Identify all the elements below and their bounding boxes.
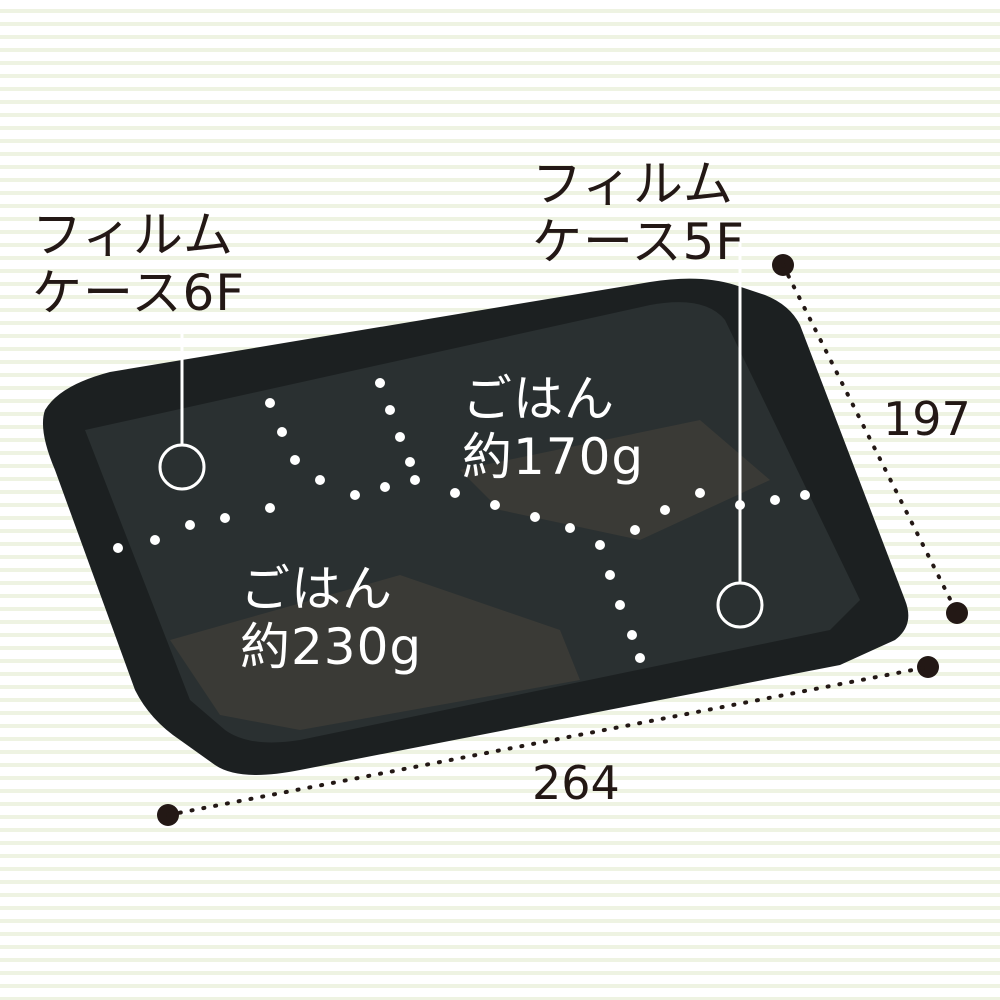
compartment-line2: 約230g: [240, 618, 423, 676]
divider-dots: [113, 378, 810, 663]
callout-film-case-6f: フィルム ケース6F: [32, 206, 245, 322]
callout-markers: [158, 240, 764, 629]
compartment-line1: ごはん: [240, 560, 393, 618]
callout-film-case-5f: フィルム ケース5F: [532, 155, 745, 271]
callout-line1: フィルム: [32, 206, 234, 264]
callout-line2: ケース5F: [532, 213, 746, 271]
compartment-line2: 約170g: [462, 428, 645, 486]
tray-floor-left: [170, 575, 580, 730]
dimension-width: 264: [532, 756, 620, 810]
compartment-rice-170: ごはん 約170g: [462, 370, 644, 486]
compartment-line1: ごはん: [462, 370, 615, 428]
callout-line1: フィルム: [532, 155, 734, 213]
callout-line2: ケース6F: [32, 264, 246, 322]
tray-floor-right: [460, 420, 770, 540]
dimension-depth: 197: [883, 392, 971, 446]
compartment-rice-230: ごはん 約230g: [240, 560, 422, 676]
dimension-lines: [157, 254, 968, 826]
